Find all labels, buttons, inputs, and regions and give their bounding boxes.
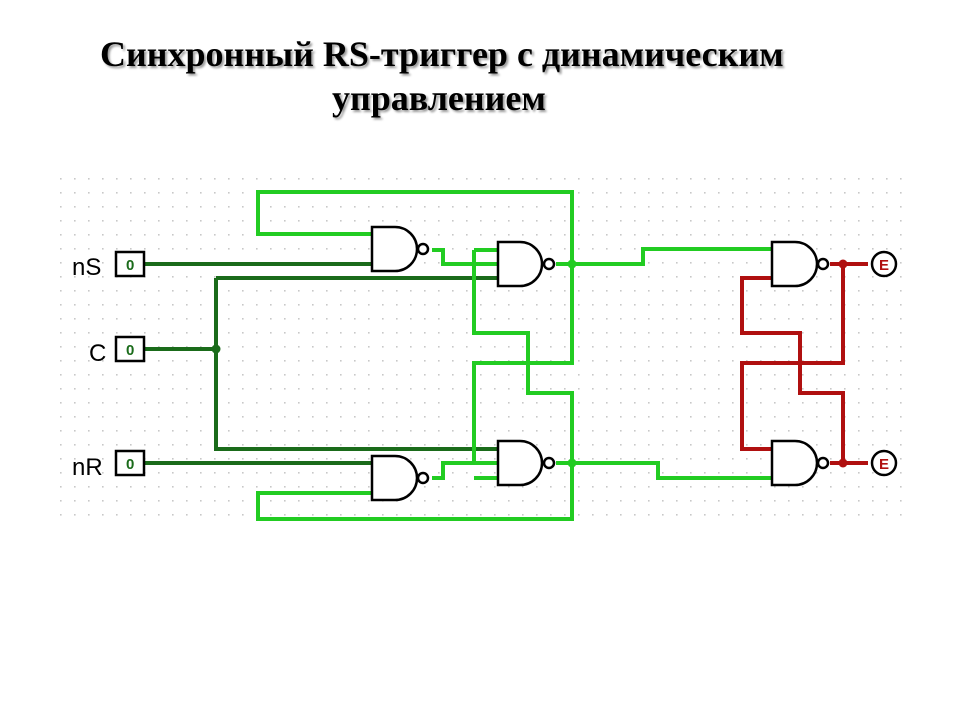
junction-q1 <box>567 259 577 269</box>
gates <box>370 225 830 502</box>
wire-cross-down <box>472 264 574 465</box>
input-label-c: C <box>89 340 106 367</box>
wires-high <box>256 190 772 521</box>
nand-gate-5 <box>770 240 830 288</box>
junction-c <box>211 344 221 354</box>
wire-top-loop <box>256 190 574 264</box>
output-value-bottom: E <box>879 456 889 473</box>
input-label-ns: nS <box>72 254 101 281</box>
junction-out-top <box>838 259 848 269</box>
input-value-ns: 0 <box>126 257 134 274</box>
output-pin-top: E <box>870 250 898 278</box>
input-value-nr: 0 <box>126 456 134 473</box>
title-line-1: Синхронный RS-триггер с динамическим <box>100 34 784 74</box>
input-label-nr: nR <box>72 454 103 481</box>
junction-out-bot <box>838 458 848 468</box>
wire-q1 <box>556 247 772 266</box>
junction-q2 <box>567 458 577 468</box>
wire-bottom-loop <box>256 463 574 521</box>
nand-gate-3 <box>370 454 430 502</box>
wire-g1-out <box>432 248 498 266</box>
output-value-top: E <box>879 257 889 274</box>
output-pin-bottom: E <box>870 449 898 477</box>
wire-q2 <box>556 461 772 480</box>
wires-error <box>740 262 868 465</box>
input-pin-ns[interactable]: nS 0 <box>72 250 146 281</box>
input-pin-nr[interactable]: nR 0 <box>72 449 146 481</box>
input-value-c: 0 <box>126 342 134 359</box>
nand-gate-4 <box>496 439 556 487</box>
title-line-2: управлением <box>332 78 546 118</box>
input-pin-c[interactable]: C 0 <box>89 335 146 367</box>
wire-c-top <box>214 278 498 451</box>
wire-g3-out <box>432 461 474 480</box>
wire-fb-top-a <box>740 264 845 451</box>
wires-low <box>145 262 498 465</box>
wire-fb-top-b <box>740 276 845 463</box>
nand-gate-6 <box>770 439 830 487</box>
nand-gate-2 <box>496 240 556 288</box>
nand-gate-1 <box>370 225 430 273</box>
